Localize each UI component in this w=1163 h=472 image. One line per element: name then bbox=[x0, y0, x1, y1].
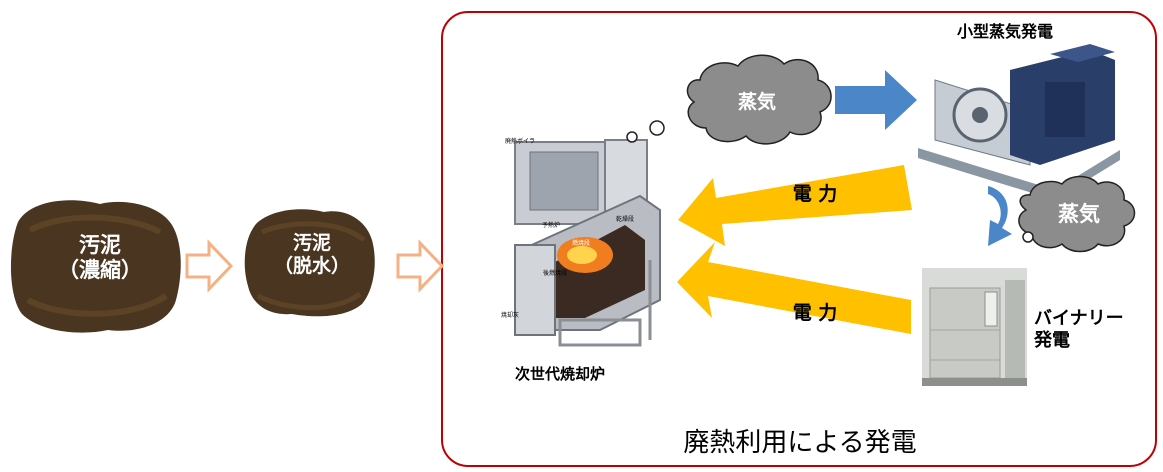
sludge-dewatered-blob bbox=[244, 209, 375, 317]
power-arrow-lower bbox=[677, 242, 911, 334]
binary-generation-label: バイナリー 発電 bbox=[1034, 308, 1124, 351]
thought-bubble-small bbox=[626, 131, 638, 143]
steam-cloud-bubble bbox=[1022, 231, 1034, 243]
steam-curved-arrow bbox=[988, 186, 1012, 246]
steam-top-label: 蒸気 bbox=[737, 91, 776, 113]
caption: 廃熱利用による発電 bbox=[683, 428, 917, 458]
furnace-label-post-combustion: 後燃焼段 bbox=[542, 270, 567, 277]
binary-generator-illustration bbox=[922, 268, 1027, 386]
incinerator-illustration bbox=[514, 139, 661, 347]
power-arrow-upper bbox=[678, 165, 912, 246]
steam-arrow-right bbox=[835, 70, 917, 130]
flow-arrow-1 bbox=[185, 239, 234, 293]
waste-heat-frame bbox=[441, 11, 1157, 467]
thought-bubble-large bbox=[649, 120, 665, 136]
steam-right-label: 蒸気 bbox=[1058, 202, 1100, 226]
steam-cloud-right bbox=[1018, 175, 1136, 253]
sludge-concentrated-blob bbox=[10, 200, 181, 333]
steam-turbine-illustration bbox=[918, 44, 1120, 200]
furnace-label-waste-boiler: 廃熱ボイラ bbox=[504, 138, 535, 145]
power-lower-label: 電 力 bbox=[792, 302, 838, 324]
small-steam-generation-label: 小型蒸気発電 bbox=[956, 22, 1053, 41]
furnace-label-combustion: 燃焼段 bbox=[571, 240, 590, 247]
sludge-concentrated-texture bbox=[26, 214, 168, 317]
power-upper-label: 電 力 bbox=[792, 183, 838, 205]
sludge-dewatered-texture bbox=[256, 221, 366, 311]
sludge-dewatered-label: 汚泥 （脱水） bbox=[273, 232, 350, 277]
steam-cloud-top bbox=[686, 54, 832, 145]
furnace-label-preheat: 予熱炉 bbox=[541, 222, 560, 229]
flow-arrow-2 bbox=[396, 239, 445, 293]
sludge-concentrated-label: 汚泥 （濃縮） bbox=[58, 233, 142, 283]
furnace-label-drying: 乾燥段 bbox=[615, 216, 634, 223]
furnace-label-ash: 焼却灰 bbox=[500, 312, 519, 319]
incinerator-label: 次世代焼却炉 bbox=[514, 365, 605, 383]
